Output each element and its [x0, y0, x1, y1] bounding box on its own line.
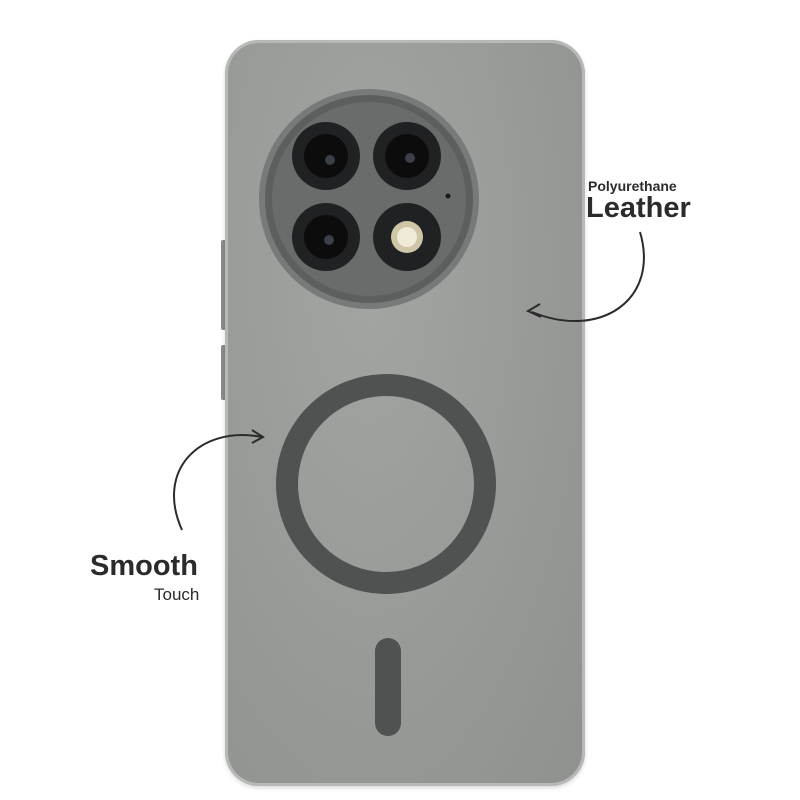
microphone-dot — [445, 193, 451, 199]
camera-lens-icon — [292, 122, 360, 190]
camera-lens-icon — [292, 203, 360, 271]
side-button — [221, 345, 226, 400]
callout-smooth: Smooth — [90, 550, 198, 582]
magsafe-bar — [375, 638, 401, 736]
arrow-icon — [173, 429, 265, 531]
side-button — [221, 240, 226, 330]
flash-icon — [373, 203, 441, 271]
arrow-icon — [525, 231, 645, 322]
camera-module — [259, 89, 479, 309]
callout-polyurethane: Polyurethane — [588, 178, 677, 194]
magsafe-ring — [276, 374, 496, 594]
camera-lens-icon — [373, 122, 441, 190]
callout-leather: Leather — [586, 192, 691, 224]
callout-touch: Touch — [154, 585, 200, 604]
